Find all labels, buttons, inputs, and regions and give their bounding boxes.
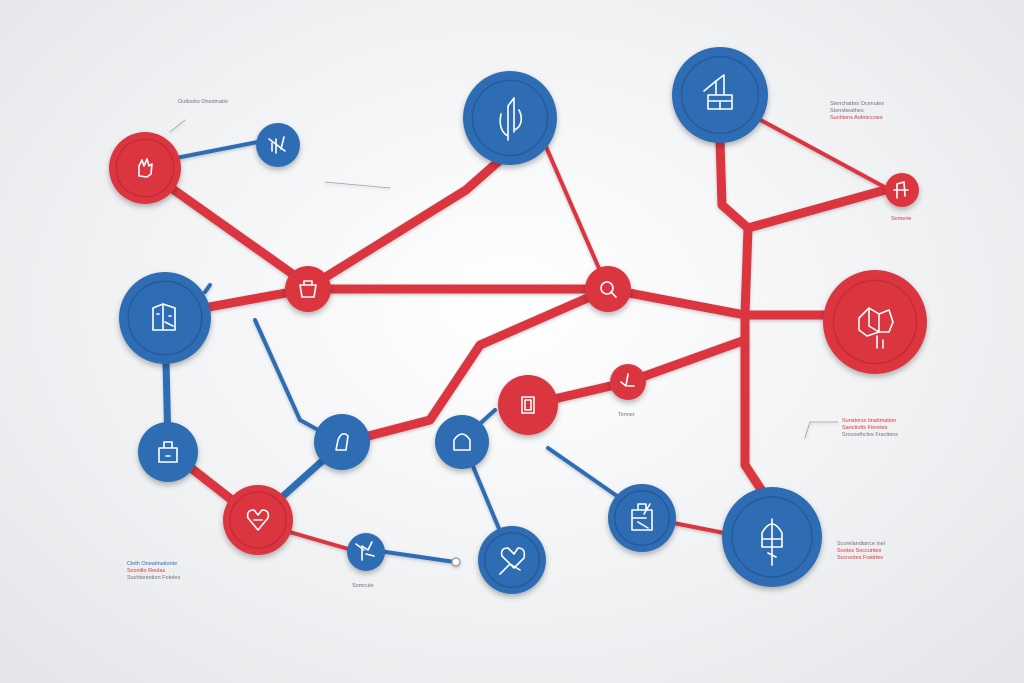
node-hand — [109, 132, 181, 204]
network-nodes — [109, 47, 927, 594]
label-bottom-right: Scorelandiance inel Sootes Seccuntes Scc… — [837, 541, 885, 562]
connector-line — [340, 284, 613, 447]
leader-line — [804, 421, 839, 439]
label-line: Outlooks Onestnatio — [178, 99, 228, 105]
label-line: Sconitlo Reolas — [127, 568, 166, 574]
lock-icon — [453, 433, 471, 451]
antenna-icon — [355, 541, 375, 561]
node-box — [285, 266, 331, 312]
label-line: Scorelandiance inel — [837, 541, 886, 547]
heart-hand-icon — [499, 547, 526, 575]
label-right-small: Somerie — [891, 216, 911, 223]
node-antenna — [347, 533, 385, 571]
label-line: Sootes Seccuntes — [837, 548, 882, 554]
label-line: Sccrootes Fratirtes — [837, 555, 884, 561]
clipboard-icon — [631, 503, 653, 531]
connector-line — [203, 283, 212, 294]
label-line: Tenner — [618, 412, 635, 418]
connector-line — [370, 548, 457, 564]
label-bottom-left: Cleth Oneatinationte Sconitlo Reolas Suc… — [127, 561, 180, 582]
leader-line — [324, 181, 391, 189]
tablet-icon — [521, 396, 535, 414]
box-icon — [299, 280, 317, 298]
label-line: Cleth Oneatinationte — [127, 561, 178, 567]
node-lock — [435, 415, 489, 469]
label-line: Stenchattes Ocenutes — [830, 101, 885, 107]
leader-line — [169, 119, 186, 133]
label-line: Somerie — [891, 216, 912, 222]
node-tablet — [498, 375, 558, 435]
label-top-left: Outlooks Onestnatio — [178, 99, 228, 106]
search-icon — [600, 281, 617, 298]
node-search — [585, 266, 631, 312]
connector-end-dot — [451, 557, 461, 567]
label-line: Srocoethcles Fractiens — [842, 432, 898, 438]
bag-icon — [158, 441, 178, 463]
node-check — [610, 364, 646, 400]
connector-line — [743, 185, 890, 233]
check-icon — [620, 373, 635, 387]
heart-icon — [246, 509, 270, 531]
node-heart-hand — [478, 526, 546, 594]
label-line: Somcule — [352, 583, 374, 589]
label-mid-small: Tenner — [618, 412, 635, 419]
connector-line — [740, 310, 773, 505]
node-document — [119, 272, 211, 364]
node-bell — [314, 414, 370, 470]
connector-line — [174, 138, 270, 160]
label-top-right: Stenchattes Ocenutes Stensbeathes Suchte… — [830, 101, 884, 122]
label-line: Suchtens Aotmiccoes — [830, 115, 883, 121]
label-line: Stensbeathes — [830, 108, 864, 114]
hand-icon — [138, 158, 153, 178]
tower-icon — [893, 181, 909, 199]
arrow-up-icon — [499, 97, 522, 141]
connector-line — [603, 284, 860, 320]
signal-icon — [268, 136, 286, 154]
label-right-middle: Sunsterss tinatimation Sanctiotts Fieret… — [842, 418, 898, 439]
connector-line — [303, 155, 505, 293]
connector-line — [715, 135, 753, 320]
people-icon — [858, 307, 894, 349]
node-bag — [138, 422, 198, 482]
bell-icon — [335, 432, 349, 451]
label-bottom-center: Somcule — [352, 583, 373, 590]
building-icon — [703, 74, 733, 110]
lightbulb-icon — [761, 518, 783, 566]
label-line: Sunsterss tinatimation — [842, 418, 897, 424]
node-arrow-up — [463, 71, 557, 165]
node-people — [823, 270, 927, 374]
label-line: Sanctiotts Fieretes — [842, 425, 888, 431]
label-line: Suchtentetion Fotoles — [127, 575, 181, 581]
document-icon — [152, 303, 176, 331]
